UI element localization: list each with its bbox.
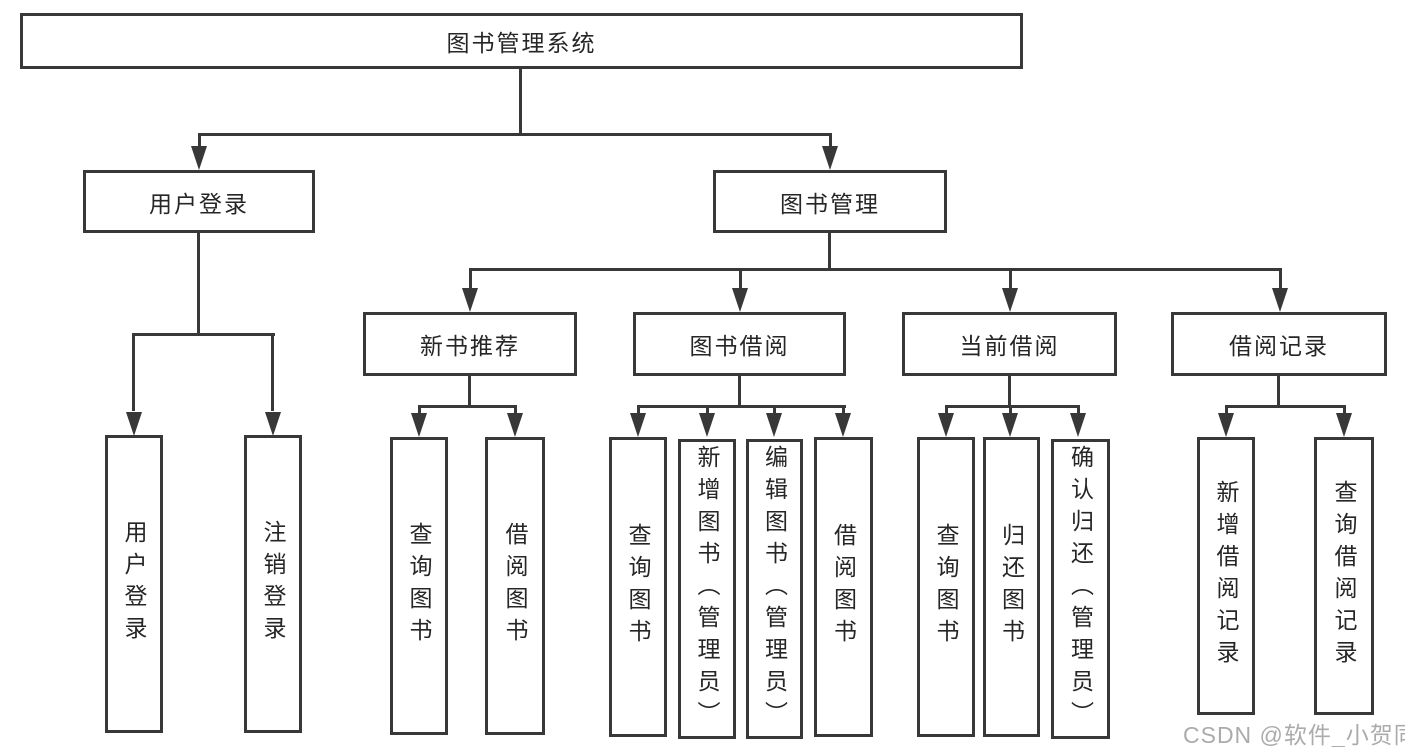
arrow-down-icon [462,288,478,312]
leaf-user-login: 用户登录 [105,435,163,733]
arrow-down-icon [507,413,523,437]
connector-line [1277,376,1280,408]
node-label: 确认归还（管理员） [1067,445,1094,733]
connector-line [468,376,471,408]
arrow-down-icon [126,412,142,436]
arrow-down-icon [1336,413,1352,437]
arrow-down-icon [1002,413,1018,437]
connector-line [945,405,1080,408]
connector-line [469,268,472,294]
node-label: 查询图书 [406,522,432,650]
node-label: 查询图书 [933,523,959,651]
arrow-down-icon [835,413,851,437]
arrow-down-icon [822,146,838,170]
connector-line [1279,268,1282,294]
arrow-down-icon [1002,288,1018,312]
arrow-down-icon [699,413,715,437]
connector-line [519,69,522,135]
arrow-down-icon [630,413,646,437]
leaf-bb-query-books: 查询图书 [609,437,667,737]
leaf-cb-return-books: 归还图书 [983,437,1040,737]
node-label: 借阅图书 [830,523,857,651]
leaf-br-add-record: 新增借阅记录 [1197,437,1255,715]
node-label: 新增图书（管理员） [694,445,720,733]
connector-line [739,268,742,294]
leaf-cb-confirm-return-admin: 确认归还（管理员） [1051,439,1110,739]
node-label: 归还图书 [998,523,1025,651]
leaf-nr-borrow-books: 借阅图书 [485,437,545,735]
connector-line [738,376,741,408]
connector-line [271,333,274,411]
node-current-borrow: 当前借阅 [902,312,1117,376]
connector-line [418,405,517,408]
node-label: 注销登录 [260,520,286,648]
arrow-down-icon [732,288,748,312]
connector-line [469,268,1282,271]
connector-line [1008,376,1011,408]
connector-line [198,133,201,153]
node-book-borrow: 图书借阅 [633,312,846,376]
connector-line [197,233,200,336]
leaf-bb-edit-books-admin: 编辑图书（管理员） [746,439,803,739]
arrow-down-icon [1070,413,1086,437]
node-book-management: 图书管理 [713,170,947,233]
node-label: 用户登录 [149,190,249,217]
node-label: 当前借阅 [959,333,1060,359]
connector-line [198,133,832,136]
arrow-down-icon [191,146,207,170]
connector-line [132,333,135,411]
connector-line [132,333,275,336]
node-borrow-records: 借阅记录 [1171,312,1387,376]
leaf-bb-add-books-admin: 新增图书（管理员） [678,439,736,739]
leaf-bb-borrow-books: 借阅图书 [814,437,873,737]
arrow-down-icon [766,413,782,437]
connector-line [1009,268,1012,294]
node-label: 图书管理 [780,190,880,217]
node-new-book-recommend: 新书推荐 [363,312,577,376]
arrow-down-icon [1272,288,1288,312]
node-label: 查询借阅记录 [1331,480,1357,672]
leaf-logout: 注销登录 [244,435,302,733]
node-label: 新书推荐 [420,333,520,359]
arrow-down-icon [1218,413,1234,437]
node-root: 图书管理系统 [20,13,1023,69]
leaf-nr-query-books: 查询图书 [390,437,448,735]
node-user-login-branch: 用户登录 [83,170,315,233]
csdn-watermark: CSDN @软件_小贺同学 [1183,722,1405,747]
node-label: 新增借阅记录 [1213,480,1239,672]
node-label: 借阅图书 [502,522,528,650]
connector-line [829,133,832,153]
arrow-down-icon [411,413,427,437]
leaf-cb-query-books: 查询图书 [917,437,975,737]
node-label: 图书管理系统 [446,30,597,56]
connector-line [828,233,831,271]
node-label: 图书借阅 [689,333,790,359]
connector-line [1225,405,1346,408]
leaf-br-query-record: 查询借阅记录 [1314,437,1374,715]
connector-line [637,405,846,408]
node-label: 编辑图书（管理员） [761,445,788,733]
arrow-down-icon [265,412,281,436]
node-label: 用户登录 [121,520,147,648]
node-label: 借阅记录 [1229,333,1329,359]
arrow-down-icon [938,413,954,437]
node-label: 查询图书 [625,523,651,651]
